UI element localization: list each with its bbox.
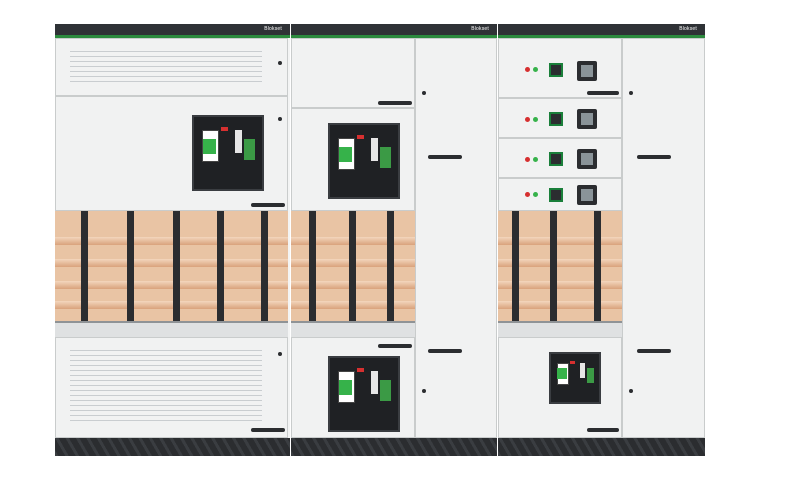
green-indicator-light: [533, 67, 538, 72]
breaker-door-2: [291, 108, 415, 211]
red-indicator-light: [525, 192, 530, 197]
hinge-icon: [278, 61, 282, 65]
selector-switch[interactable]: [549, 112, 563, 126]
power-meter: [577, 61, 597, 81]
breaker-door-4: [498, 337, 622, 438]
blank-panel-top: [291, 38, 415, 108]
breaker-switch[interactable]: [579, 362, 585, 378]
breaker-switch[interactable]: [370, 370, 378, 394]
breaker-switch[interactable]: [370, 137, 378, 161]
meter-module-2: [498, 98, 622, 138]
breaker-red-indicator: [357, 368, 364, 373]
breaker-label: [380, 146, 392, 169]
red-indicator-light: [525, 157, 530, 162]
hinge-icon: [422, 91, 426, 95]
ventilation-panel-top: [55, 38, 288, 102]
busbar-shelf: [291, 321, 415, 337]
breaker-switch[interactable]: [234, 129, 242, 153]
section-2: Blokset: [291, 24, 497, 456]
meter-module-1: [498, 38, 622, 98]
ventilation-panel-bottom: [55, 337, 288, 438]
door-handle[interactable]: [637, 349, 671, 353]
door-handle[interactable]: [587, 91, 619, 95]
red-indicator-light: [525, 67, 530, 72]
circuit-breaker-4[interactable]: [549, 352, 601, 404]
breaker-door-1: [55, 96, 288, 211]
section-1: Blokset: [55, 24, 290, 456]
brand-label: Blokset: [679, 26, 697, 32]
meter-module-4: [498, 178, 622, 211]
busbar-compartment-2: [291, 211, 415, 337]
door-handle[interactable]: [637, 155, 671, 159]
section-3-plinth: [498, 438, 705, 456]
busbar-shelf: [498, 321, 622, 337]
vent-louvers-bottom: [70, 350, 262, 424]
circuit-breaker-1[interactable]: [192, 115, 264, 191]
breaker-red-indicator: [221, 127, 228, 132]
red-indicator-light: [525, 117, 530, 122]
section-1-plinth: [55, 438, 290, 456]
hinge-icon: [422, 389, 426, 393]
breaker-green-indicator: [557, 368, 567, 379]
breaker-label: [380, 379, 392, 402]
door-handle[interactable]: [378, 101, 412, 105]
hinge-icon: [278, 117, 282, 121]
breaker-green-indicator: [338, 379, 353, 396]
section-2-plinth: [291, 438, 497, 456]
door-handle[interactable]: [378, 344, 412, 348]
vent-louvers-top: [70, 51, 262, 85]
section-3: Blokset: [498, 24, 705, 456]
door-handle[interactable]: [428, 349, 462, 353]
breaker-red-indicator: [357, 135, 364, 140]
selector-switch[interactable]: [549, 152, 563, 166]
cable-compartment-door: [415, 38, 497, 438]
breaker-label: [244, 138, 256, 161]
breaker-green-indicator: [338, 146, 353, 163]
breaker-door-3: [291, 337, 415, 438]
busbar-shelf: [55, 321, 288, 337]
section-2-top-bar: Blokset: [291, 24, 497, 38]
section-1-top-bar: Blokset: [55, 24, 290, 38]
circuit-breaker-2[interactable]: [328, 123, 400, 199]
power-meter: [577, 109, 597, 129]
power-meter: [577, 149, 597, 169]
busbar-compartment-1: [55, 211, 288, 337]
breaker-red-indicator: [570, 360, 575, 364]
selector-switch[interactable]: [549, 63, 563, 77]
brand-label: Blokset: [471, 26, 489, 32]
brand-label: Blokset: [264, 26, 282, 32]
door-handle[interactable]: [587, 428, 619, 432]
door-handle[interactable]: [251, 428, 285, 432]
breaker-green-indicator: [202, 138, 217, 155]
cable-compartment-door: [622, 38, 705, 438]
section-3-top-bar: Blokset: [498, 24, 705, 38]
green-indicator-light: [533, 192, 538, 197]
switchboard: Blokset: [55, 24, 705, 456]
power-meter: [577, 185, 597, 205]
hinge-icon: [278, 352, 282, 356]
hinge-icon: [629, 91, 633, 95]
busbar-compartment-3: [498, 211, 622, 337]
breaker-label: [586, 368, 595, 383]
green-indicator-light: [533, 117, 538, 122]
green-indicator-light: [533, 157, 538, 162]
hinge-icon: [629, 389, 633, 393]
circuit-breaker-3[interactable]: [328, 356, 400, 432]
meter-module-3: [498, 138, 622, 178]
door-handle[interactable]: [251, 203, 285, 207]
door-handle[interactable]: [428, 155, 462, 159]
selector-switch[interactable]: [549, 188, 563, 202]
